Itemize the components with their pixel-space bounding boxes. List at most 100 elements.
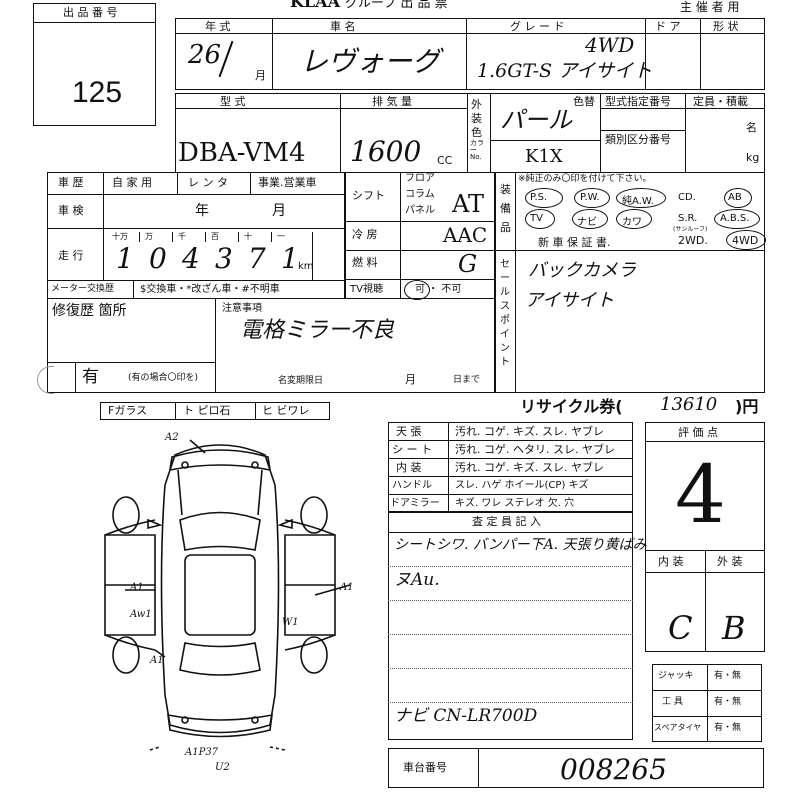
inspector-ruled-line — [388, 566, 633, 567]
cond-interior-label: 内 装 — [396, 461, 422, 474]
digit-divider — [205, 232, 206, 242]
exterior-color-label: 外装色 — [471, 98, 482, 139]
circle-4wd — [726, 230, 766, 250]
grade-value: 1.6GT-S アイサイト — [477, 60, 653, 82]
model-value: DBA-VM4 — [178, 138, 306, 168]
inspector-ruled-line — [388, 702, 633, 703]
recycle-yen: )円 — [735, 397, 759, 416]
chassis-box — [388, 748, 764, 788]
digit-divider — [172, 232, 173, 242]
year-label: 年 式 — [205, 20, 231, 33]
circle-ab — [724, 188, 752, 208]
deadline-day: 日まで — [453, 375, 481, 385]
inspector-note-line: シートシワ. バンパー下A. 天張り黄ばみ — [394, 537, 647, 553]
person-unit: 名 — [746, 121, 757, 134]
rating-exterior-grade: B — [722, 609, 746, 647]
meter-options: $交換車・*改ざん車・#不明車 — [140, 284, 280, 295]
sales-point-line-1: バックカメラ — [528, 260, 636, 281]
km-unit: km — [298, 261, 314, 272]
organizer-label: 主 催 者 用 — [680, 0, 740, 14]
cond-interior-values: 汚れ. コゲ. キズ. スレ. ヤブレ — [455, 461, 604, 474]
eq-cd: CD. — [678, 192, 696, 203]
equipment-note: ※純正のみ〇印を付けて下さい。 — [518, 174, 652, 184]
cond-mirror-values: キズ. ワレ ステレオ 欠. 穴 — [455, 498, 575, 509]
cc-label: CC — [437, 154, 453, 167]
digit-divider — [139, 232, 140, 242]
digit-divider — [238, 232, 239, 242]
color-change-label: 色替 — [573, 95, 595, 108]
shape-label: 形 状 — [713, 20, 739, 33]
eq-sr: S.R. — [678, 213, 698, 224]
fuel-label: 燃 料 — [352, 256, 378, 269]
circle-leather — [616, 209, 652, 229]
capacity-label: 定員・積載 — [693, 95, 748, 108]
color-value: パール — [500, 106, 572, 134]
tv-circle-mark — [404, 280, 430, 300]
mileage-digit-label: 百 — [211, 232, 219, 241]
inspector-label: 査 定 員 記 入 — [472, 515, 541, 528]
mileage-digit-label: 一 — [277, 232, 285, 241]
grade-drive: 4WD — [585, 33, 635, 57]
rating-interior-label: 内 装 — [658, 555, 684, 568]
circle-abs — [714, 209, 760, 229]
rating-score: 4 — [675, 448, 726, 541]
mark-a1-rear: A1 — [149, 655, 164, 666]
recycle-label: リサイクル券( — [520, 397, 623, 416]
repair-history-label: 修復歴 箇所 — [52, 303, 127, 319]
cond-mirror-label: ドアミラー — [390, 498, 440, 509]
cond-seat-values: 汚れ. コゲ. ヘタリ. スレ. ヤブレ — [455, 443, 615, 456]
inspector-ruled-line — [388, 600, 633, 601]
sales-point-box — [495, 250, 765, 393]
rating-exterior-label: 外 装 — [717, 555, 743, 568]
eq-2wd: 2WD. — [678, 234, 708, 247]
recycle-value: 13610 — [660, 394, 718, 415]
inspector-note-line: ヌAu. — [394, 570, 440, 590]
eq-warranty: 新 車 保 証 書. — [538, 236, 611, 249]
shift-label: シフト — [352, 189, 385, 202]
caution-label: 注意事項 — [222, 303, 262, 314]
inspection-label: 車 検 — [58, 204, 84, 217]
history-label: 車 歴 — [58, 176, 84, 189]
doors-label: ド ア — [655, 20, 681, 33]
sales-point-line-2: アイサイト — [525, 290, 615, 311]
tool-jack-label: ジャッキ — [658, 671, 694, 681]
sales-point-label: セールスポイント — [500, 259, 510, 368]
tv-options: 可 ・ 不可 — [415, 284, 462, 295]
circle-ps — [525, 188, 563, 208]
kg-unit: kg — [746, 151, 760, 164]
displacement-label: 排 気 量 — [372, 95, 412, 108]
rating-label: 評 価 点 — [678, 426, 718, 439]
car-name-value: レヴォーグ — [300, 45, 441, 78]
punch-hole-mark — [37, 366, 54, 394]
mileage-digit-label: 千 — [178, 232, 186, 241]
repair-box — [47, 298, 495, 393]
history-rental: レ ン タ — [188, 176, 228, 189]
deadline-month: 月 — [405, 373, 416, 386]
shift-value: AT — [452, 190, 485, 218]
mileage-digit: 1 — [281, 242, 299, 275]
category-number-label: 類別区分番号 — [605, 133, 671, 146]
lot-number: 125 — [72, 76, 123, 109]
form-title: グループ 出 品 票 — [345, 0, 448, 11]
chassis-value: 008265 — [560, 753, 667, 786]
glass-chip-label: ト ピロ石 — [183, 404, 231, 417]
year-value: 26 — [188, 40, 222, 70]
mileage-label: 走 行 — [58, 249, 84, 262]
tool-spare-label: スペアタイヤ — [654, 723, 702, 732]
circle-navi — [572, 209, 608, 229]
shift-panel: パネル — [405, 205, 435, 216]
history-business: 事業.営業車 — [258, 176, 317, 189]
mileage-digit: 0 — [149, 242, 167, 275]
type-designation-label: 型式指定番号 — [605, 95, 671, 108]
displacement-value: 1600 — [350, 135, 422, 168]
mark-a1p37: A1P37 — [184, 747, 219, 758]
mileage-digit: 7 — [248, 242, 266, 275]
cond-ceiling-label: 天 張 — [396, 425, 422, 438]
tool-spare-value: 有・無 — [714, 723, 742, 733]
month-label: 月 — [255, 69, 266, 82]
model-label: 型 式 — [220, 95, 246, 108]
cond-steering-label: ハンドル — [392, 480, 432, 491]
lot-number-label: 出 品 番 号 — [63, 6, 118, 19]
mark-a1-left: A1 — [129, 582, 144, 593]
mileage-digit: 4 — [182, 242, 200, 275]
